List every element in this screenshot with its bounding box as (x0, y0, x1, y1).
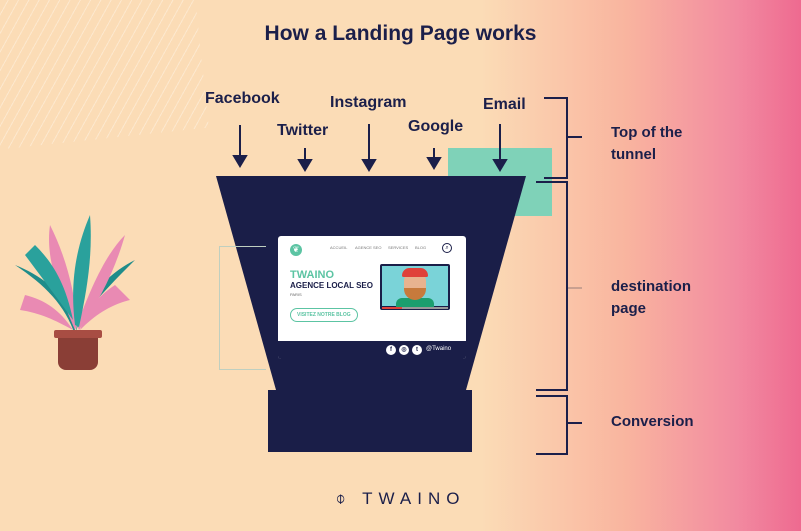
brand-tagline: AGENCE LOCAL SEO (290, 281, 373, 290)
twitter-icon: t (412, 345, 422, 355)
nav-item: AGENCE SEO (355, 245, 382, 250)
brand-name: TWAINO (290, 269, 334, 281)
plant-pot-rim (54, 330, 102, 338)
source-instagram: Instagram (330, 94, 407, 111)
source-twitter: Twitter (277, 122, 329, 139)
leaf-logo-icon: ❦ (290, 244, 302, 256)
search-icon: ⌕ (442, 243, 452, 253)
stage-destination-label: destination page (611, 278, 692, 317)
conversion-block (268, 390, 472, 452)
bracket-conversion (536, 395, 568, 455)
footer-logo-text: TWAINO (362, 489, 466, 508)
stage-conversion-label: Conversion (611, 413, 694, 430)
video-progress-bar (382, 307, 448, 309)
arrowhead-google (426, 157, 442, 170)
arrowhead-instagram (361, 159, 377, 172)
instagram-icon: ◎ (399, 345, 409, 355)
arrowhead-twitter (297, 159, 313, 172)
person-cap (402, 268, 428, 277)
nav-item: ACCUEIL (330, 245, 348, 250)
visit-blog-button: VISITEZ NOTRE BLOG (290, 308, 358, 322)
source-facebook: Facebook (205, 90, 280, 107)
video-frame (382, 266, 448, 308)
bracket-conversion-tick (568, 422, 582, 424)
arrowhead-email (492, 159, 508, 172)
nav-item: SERVICES (388, 245, 409, 250)
plant-pot (58, 334, 98, 370)
plant-illustration (15, 215, 135, 335)
person-shirt (396, 298, 434, 308)
landing-page-preview: ❦ ACCUEIL AGENCE SEO SERVICES BLOG ⌕ TWA… (278, 236, 466, 359)
source-email: Email (483, 96, 526, 113)
video-progress-fill (382, 307, 402, 309)
leaf-icon: ⌽ (335, 489, 363, 508)
nav-item: BLOG (415, 245, 427, 250)
ghost-frame-line (219, 246, 266, 370)
bracket-destination (536, 181, 568, 391)
source-google: Google (408, 118, 464, 135)
social-handle: @Twaino (426, 346, 452, 352)
card-footer: f ◎ t @Twaino (278, 341, 466, 359)
bracket-top (544, 97, 568, 179)
bracket-destination-tick (568, 287, 582, 289)
brand-city: PARIS (290, 292, 302, 297)
footer-logo: ⌽ TWAINO (0, 489, 801, 509)
video-player (380, 264, 450, 310)
diagram-title: How a Landing Page works (264, 22, 537, 45)
facebook-icon: f (386, 345, 396, 355)
stage-top-label: Top of the tunnel (611, 124, 683, 163)
bracket-top-tick (568, 136, 582, 138)
person-beard (404, 288, 426, 300)
arrowhead-facebook (232, 155, 248, 168)
